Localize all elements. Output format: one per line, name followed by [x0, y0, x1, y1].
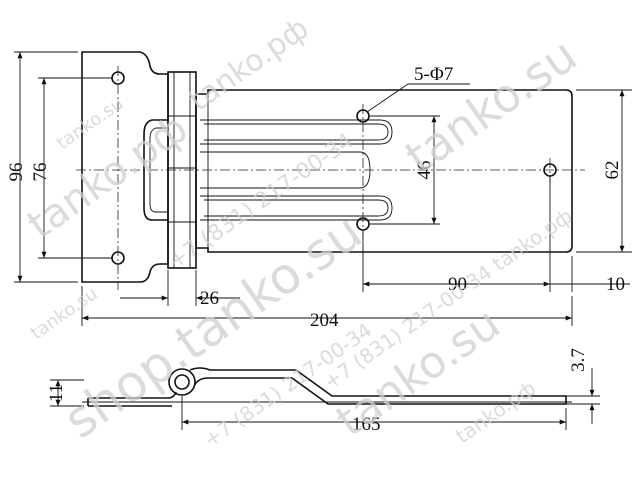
dim-204: 204 — [310, 310, 339, 331]
side-knuckle-pin — [174, 374, 190, 390]
dim-5-phi-7: 5-Φ7 — [414, 64, 453, 85]
watermark-site-rf-3: tanko.рф — [451, 376, 540, 448]
dimension-labels: 96 76 46 62 5-Φ7 26 90 10 204 165 11 3.7 — [6, 64, 625, 435]
watermark-site-rf-2: tanko.рф — [183, 11, 316, 119]
dim-3-7: 3.7 — [568, 348, 589, 372]
dim-62: 62 — [602, 161, 623, 180]
side-right-leaf — [189, 367, 567, 405]
knuckle-boss — [143, 119, 168, 221]
side-knuckle-outer — [168, 368, 196, 396]
dim-76: 76 — [30, 163, 51, 182]
dim-165: 165 — [352, 414, 381, 435]
watermark-site-ru-2: tanko.su — [395, 28, 586, 184]
side-view — [82, 367, 572, 407]
dim-90: 90 — [448, 274, 467, 295]
dim-11: 11 — [46, 384, 67, 402]
dimension-lines — [14, 51, 632, 326]
stamped-rib-upper — [200, 119, 393, 145]
stamped-rib-lower — [200, 195, 393, 221]
dim-26: 26 — [200, 288, 219, 309]
dim-46: 46 — [414, 161, 435, 180]
dim-10: 10 — [606, 274, 625, 295]
side-dimension-lines — [50, 368, 600, 430]
watermarks: tanko.su tanko.рф tanko.рф +7 (831) 217-… — [19, 11, 586, 452]
dim-96: 96 — [6, 163, 27, 182]
right-leaf-outline — [195, 89, 573, 253]
watermark-site-ru-3: tanko.su — [27, 283, 102, 344]
